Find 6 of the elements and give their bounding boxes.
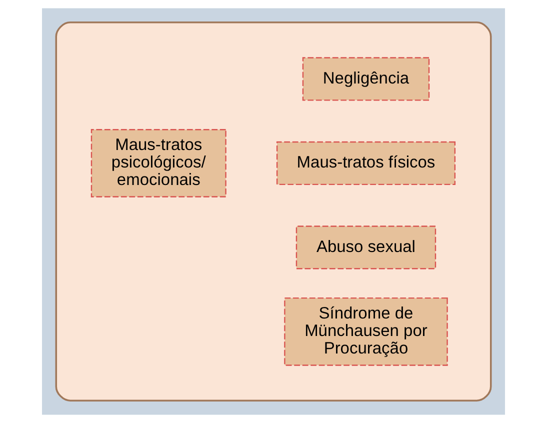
node-box: Abuso sexual [295,226,436,270]
node-box: Negligência [302,57,430,101]
node-box: Maus-tratos psicológicos/ emocionais [90,129,226,198]
node-box: Maus-tratos físicos [276,141,456,185]
node-box: Síndrome de Münchausen por Procuração [284,298,448,366]
cluster [54,22,492,402]
